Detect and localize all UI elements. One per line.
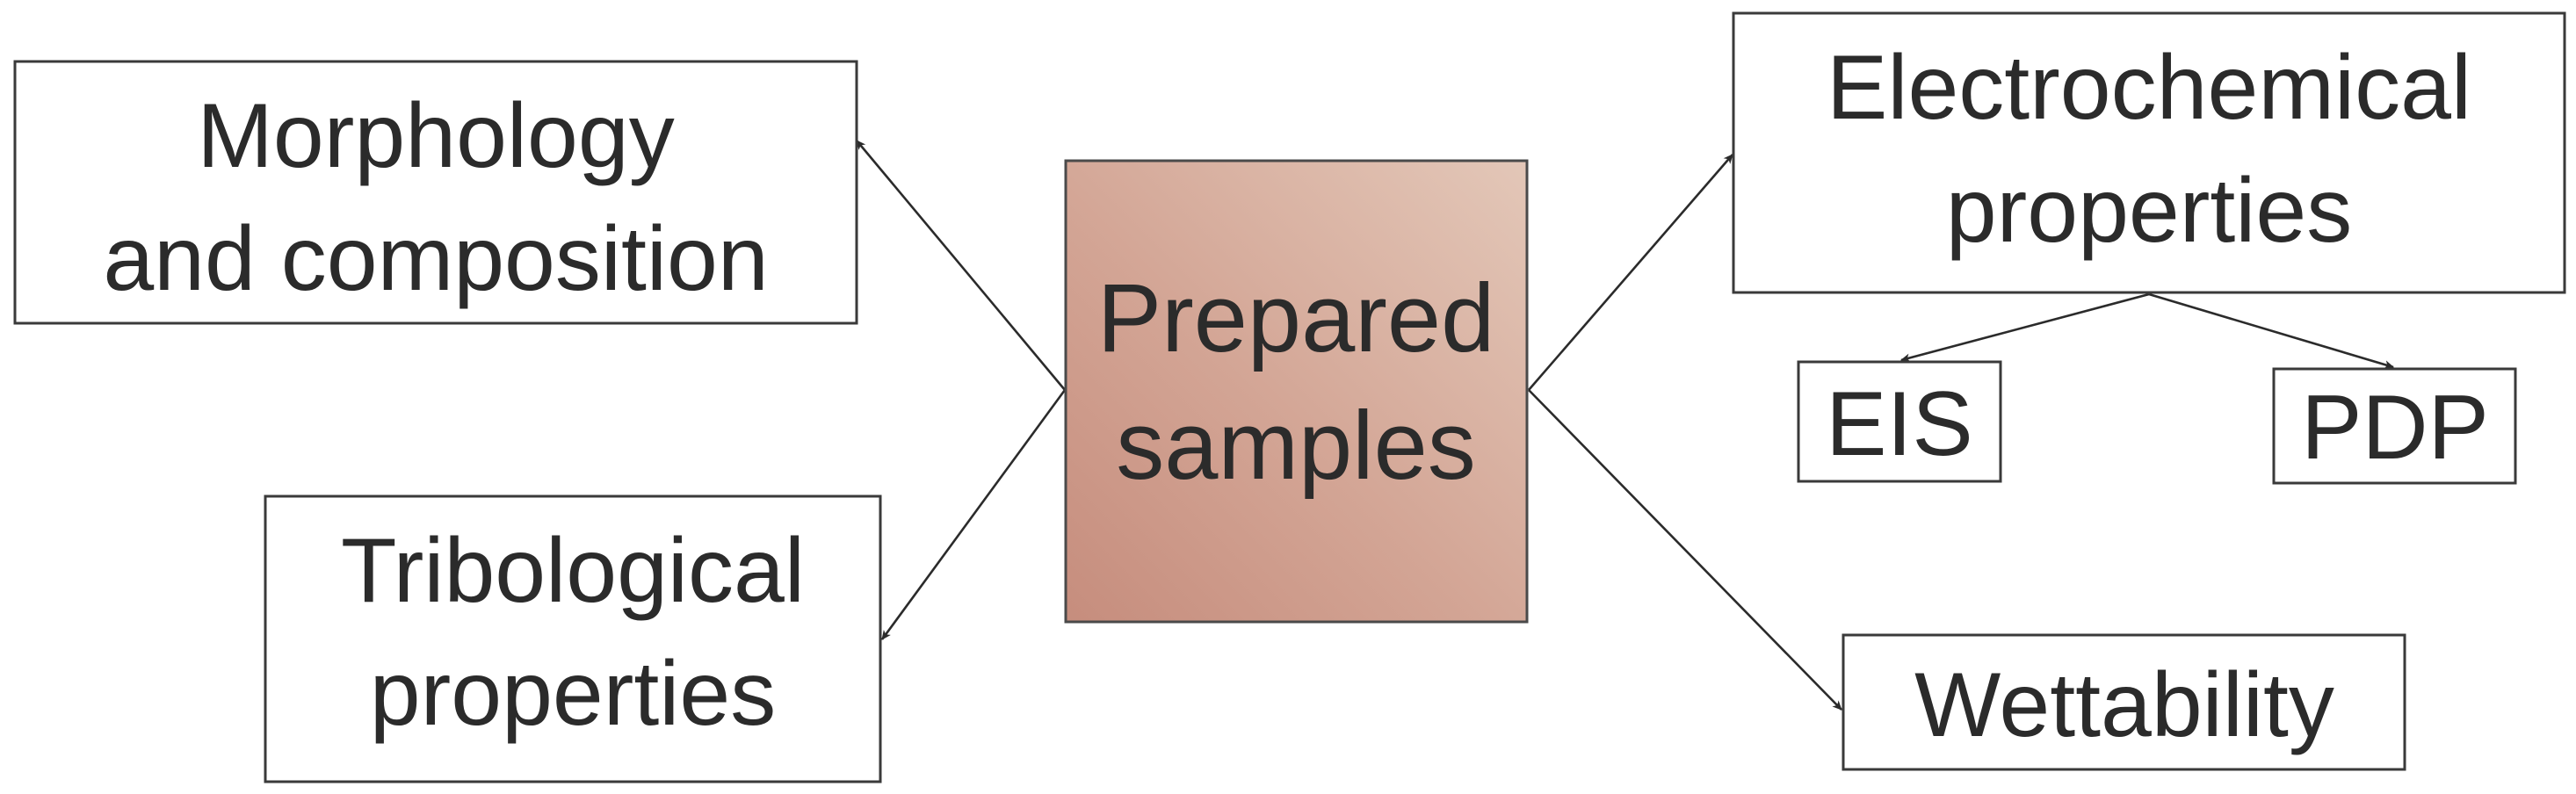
node-electrochemical-properties: Electrochemical properties (1732, 11, 2566, 294)
center-label-line2: samples (1116, 392, 1476, 500)
morphology-label-line1: Morphology (197, 85, 674, 187)
arrow-center-to-morphology (856, 140, 1066, 391)
node-tribological-properties: Tribological properties (264, 494, 882, 783)
tribological-label-line2: properties (370, 643, 776, 745)
wettability-box (1842, 633, 2406, 771)
pdp-label: PDP (2301, 377, 2489, 479)
arrow-electrochemical-to-pdp (2148, 292, 2394, 369)
node-pdp: PDP (2272, 367, 2517, 485)
center-label-line1: Prepared (1097, 264, 1495, 372)
arrow-electrochemical-to-eis (1900, 292, 2150, 363)
eis-label: EIS (1826, 373, 1973, 475)
node-prepared-samples: Prepared samples (1064, 159, 1529, 624)
eis-box (1797, 360, 2002, 483)
arrow-center-to-tribological (880, 389, 1067, 640)
electrochemical-label-line1: Electrochemical (1827, 37, 2471, 139)
morphology-box (13, 60, 858, 325)
electrochemical-label-line2: properties (1946, 160, 2352, 262)
center-box (1064, 159, 1529, 624)
arrow-center-to-electrochemical (1528, 154, 1733, 391)
tribological-label-line1: Tribological (341, 520, 805, 622)
morphology-label-line2: and composition (103, 208, 768, 310)
node-eis: EIS (1797, 360, 2002, 483)
node-morphology-and-composition: Morphology and composition (13, 60, 858, 325)
node-wettability: Wettability (1842, 633, 2406, 771)
tribological-box (264, 494, 882, 783)
electrochemical-box (1732, 11, 2566, 294)
arrow-center-to-wettability (1528, 389, 1842, 711)
pdp-box (2272, 367, 2517, 485)
wettability-label: Wettability (1914, 654, 2334, 756)
